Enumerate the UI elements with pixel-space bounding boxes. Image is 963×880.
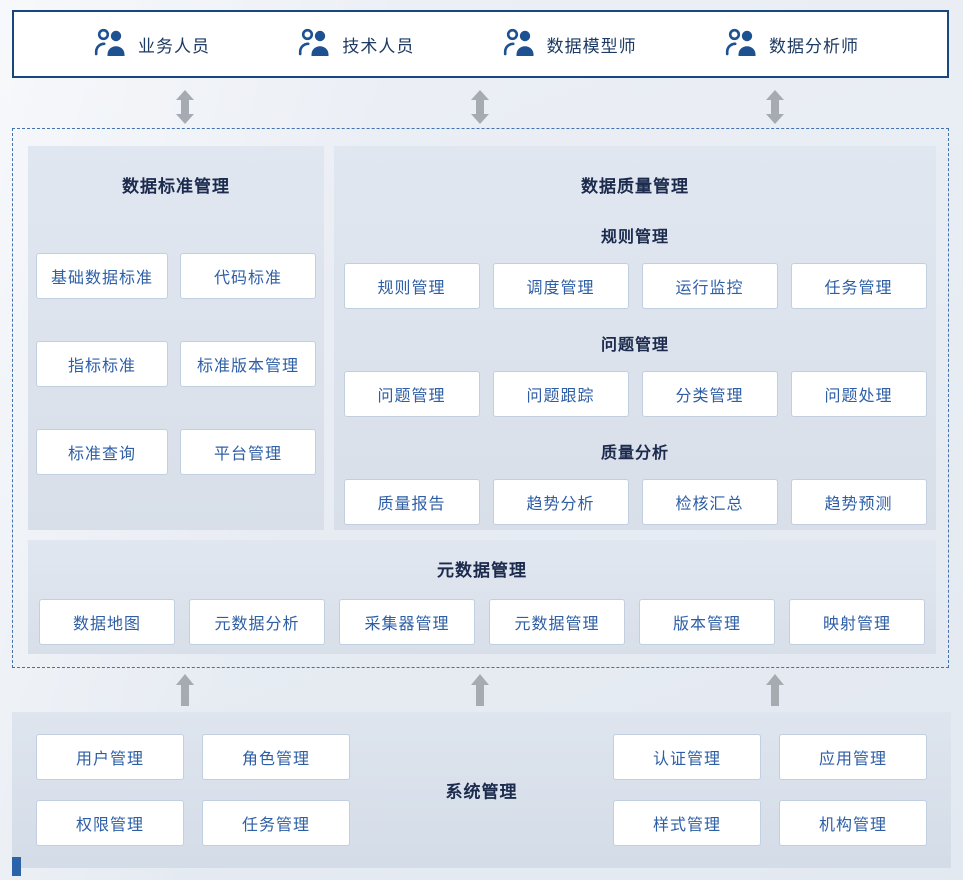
module-button[interactable]: 版本管理	[639, 599, 775, 645]
role-label: 业务人员	[138, 36, 210, 56]
module-button[interactable]: 采集器管理	[339, 599, 475, 645]
role-label: 数据模型师	[546, 36, 637, 56]
module-button[interactable]: 样式管理	[613, 800, 761, 846]
module-button[interactable]: 规则管理	[343, 263, 480, 309]
users-icon	[503, 27, 535, 62]
module-button[interactable]: 分类管理	[641, 371, 778, 417]
group-title: 质量分析	[600, 445, 669, 462]
system-left-grid: 用户管理 角色管理 权限管理 任务管理	[36, 734, 350, 846]
up-arrow-icon	[175, 674, 195, 706]
users-icon	[298, 27, 330, 62]
role-item: 数据模型师	[503, 27, 637, 62]
group-title: 问题管理	[600, 337, 669, 354]
module-button[interactable]: 检核汇总	[641, 479, 778, 525]
system-title: 系统管理	[445, 782, 518, 802]
module-button[interactable]: 认证管理	[613, 734, 761, 780]
module-button[interactable]: 趋势预测	[790, 479, 927, 525]
users-icon	[725, 27, 757, 62]
module-button[interactable]: 趋势分析	[492, 479, 629, 525]
platform-boundary	[12, 128, 949, 668]
panel-title: 数据标准管理	[122, 177, 230, 196]
role-label: 数据分析师	[768, 36, 859, 56]
standard-button-grid: 基础数据标准 代码标准 指标标准 标准版本管理 标准查询 平台管理	[28, 253, 324, 475]
users-icon	[94, 27, 126, 62]
module-button[interactable]: 元数据管理	[489, 599, 625, 645]
module-button[interactable]: 调度管理	[492, 263, 629, 309]
module-button[interactable]: 平台管理	[180, 429, 316, 475]
role-item: 业务人员	[94, 27, 210, 62]
roles-bar: 业务人员 技术人员 数据模型师	[12, 10, 949, 78]
double-arrow-icon	[765, 90, 785, 124]
module-button[interactable]: 任务管理	[202, 800, 350, 846]
module-button[interactable]: 机构管理	[779, 800, 927, 846]
module-button[interactable]: 标准版本管理	[180, 341, 316, 387]
double-arrow-icon	[175, 90, 195, 124]
module-button[interactable]: 用户管理	[36, 734, 184, 780]
quality-issue-row: 问题管理 问题跟踪 分类管理 问题处理	[334, 371, 936, 417]
panel-system: 用户管理 角色管理 权限管理 任务管理 系统管理 认证管理 应用管理 样式管理 …	[12, 712, 951, 868]
role-item: 数据分析师	[725, 27, 859, 62]
module-button[interactable]: 基础数据标准	[36, 253, 168, 299]
up-arrow-icon	[470, 674, 490, 706]
module-button[interactable]: 映射管理	[789, 599, 925, 645]
panel-data-quality: 数据质量管理 规则管理 规则管理 调度管理 运行监控 任务管理 问题管理 问题管…	[334, 146, 936, 530]
quality-analysis-row: 质量报告 趋势分析 检核汇总 趋势预测	[334, 479, 936, 525]
module-button[interactable]: 应用管理	[779, 734, 927, 780]
role-label: 技术人员	[342, 36, 415, 56]
panel-data-standard: 数据标准管理 基础数据标准 代码标准 指标标准 标准版本管理 标准查询 平台管理	[28, 146, 324, 530]
module-button[interactable]: 角色管理	[202, 734, 350, 780]
module-button[interactable]: 指标标准	[36, 341, 168, 387]
module-button[interactable]: 数据地图	[39, 599, 175, 645]
module-button[interactable]: 权限管理	[36, 800, 184, 846]
corner-accent	[12, 857, 21, 876]
role-item: 技术人员	[298, 27, 414, 62]
panel-metadata: 元数据管理 数据地图 元数据分析 采集器管理 元数据管理 版本管理 映射管理	[28, 540, 936, 654]
metadata-button-row: 数据地图 元数据分析 采集器管理 元数据管理 版本管理 映射管理	[28, 599, 936, 645]
module-button[interactable]: 运行监控	[641, 263, 778, 309]
module-button[interactable]: 任务管理	[790, 263, 927, 309]
panel-title: 数据质量管理	[581, 177, 689, 196]
module-button[interactable]: 问题跟踪	[492, 371, 629, 417]
module-button[interactable]: 问题处理	[790, 371, 927, 417]
double-arrow-icon	[470, 90, 490, 124]
quality-rule-row: 规则管理 调度管理 运行监控 任务管理	[334, 263, 936, 309]
panel-title: 元数据管理	[437, 561, 527, 580]
module-button[interactable]: 标准查询	[36, 429, 168, 475]
up-arrow-icon	[765, 674, 785, 706]
module-button[interactable]: 问题管理	[343, 371, 480, 417]
module-button[interactable]: 元数据分析	[189, 599, 325, 645]
module-button[interactable]: 质量报告	[343, 479, 480, 525]
group-title: 规则管理	[600, 229, 669, 246]
module-button[interactable]: 代码标准	[180, 253, 316, 299]
system-right-grid: 认证管理 应用管理 样式管理 机构管理	[613, 734, 927, 846]
